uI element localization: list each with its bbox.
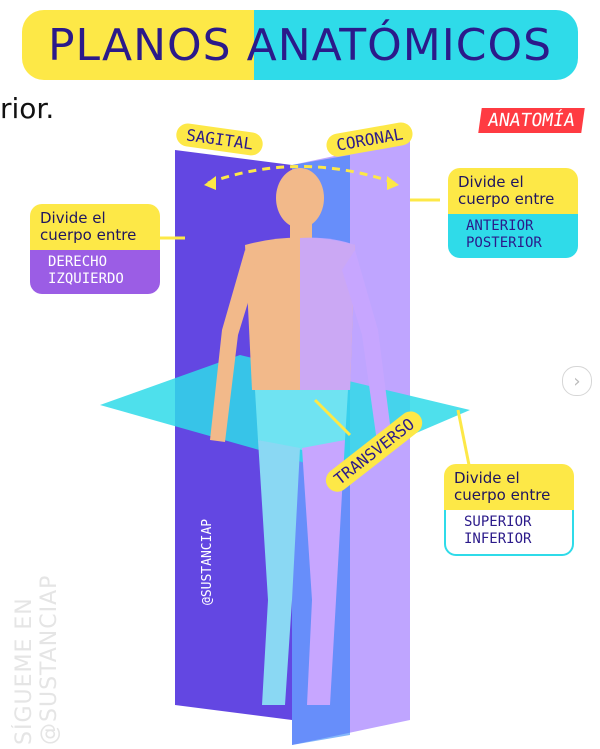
sagittal-option-1: DERECHO <box>48 254 150 271</box>
coronal-option-1: ANTERIOR <box>466 218 568 235</box>
author-credit: @SUSTANCIAP <box>200 485 215 605</box>
figure-torso-right-shade <box>300 238 355 390</box>
transverse-info-title: Divide el cuerpo entre <box>444 464 574 510</box>
follow-watermark: SÍGUEME EN @SUSTANCIAP <box>12 485 62 745</box>
connector-transverso <box>458 410 470 470</box>
coronal-info-title: Divide el cuerpo entre <box>448 168 578 214</box>
transverse-info-box: Divide el cuerpo entre SUPERIOR INFERIOR <box>444 464 574 556</box>
sagittal-info-options: DERECHO IZQUIERDO <box>30 250 160 294</box>
sagittal-info-box: Divide el cuerpo entre DERECHO IZQUIERDO <box>30 204 160 294</box>
figure-head <box>276 168 324 228</box>
coronal-info-box: Divide el cuerpo entre ANTERIOR POSTERIO… <box>448 168 578 258</box>
transverse-option-1: SUPERIOR <box>464 514 562 531</box>
coronal-info-options: ANTERIOR POSTERIOR <box>448 214 578 258</box>
transverse-option-2: INFERIOR <box>464 531 562 548</box>
coronal-option-2: POSTERIOR <box>466 235 568 252</box>
sagittal-option-2: IZQUIERDO <box>48 271 150 288</box>
sagittal-info-title: Divide el cuerpo entre <box>30 204 160 250</box>
transverse-info-options: SUPERIOR INFERIOR <box>444 510 574 556</box>
chevron-right-icon: › <box>573 371 580 392</box>
next-slide-button[interactable]: › <box>562 366 592 396</box>
